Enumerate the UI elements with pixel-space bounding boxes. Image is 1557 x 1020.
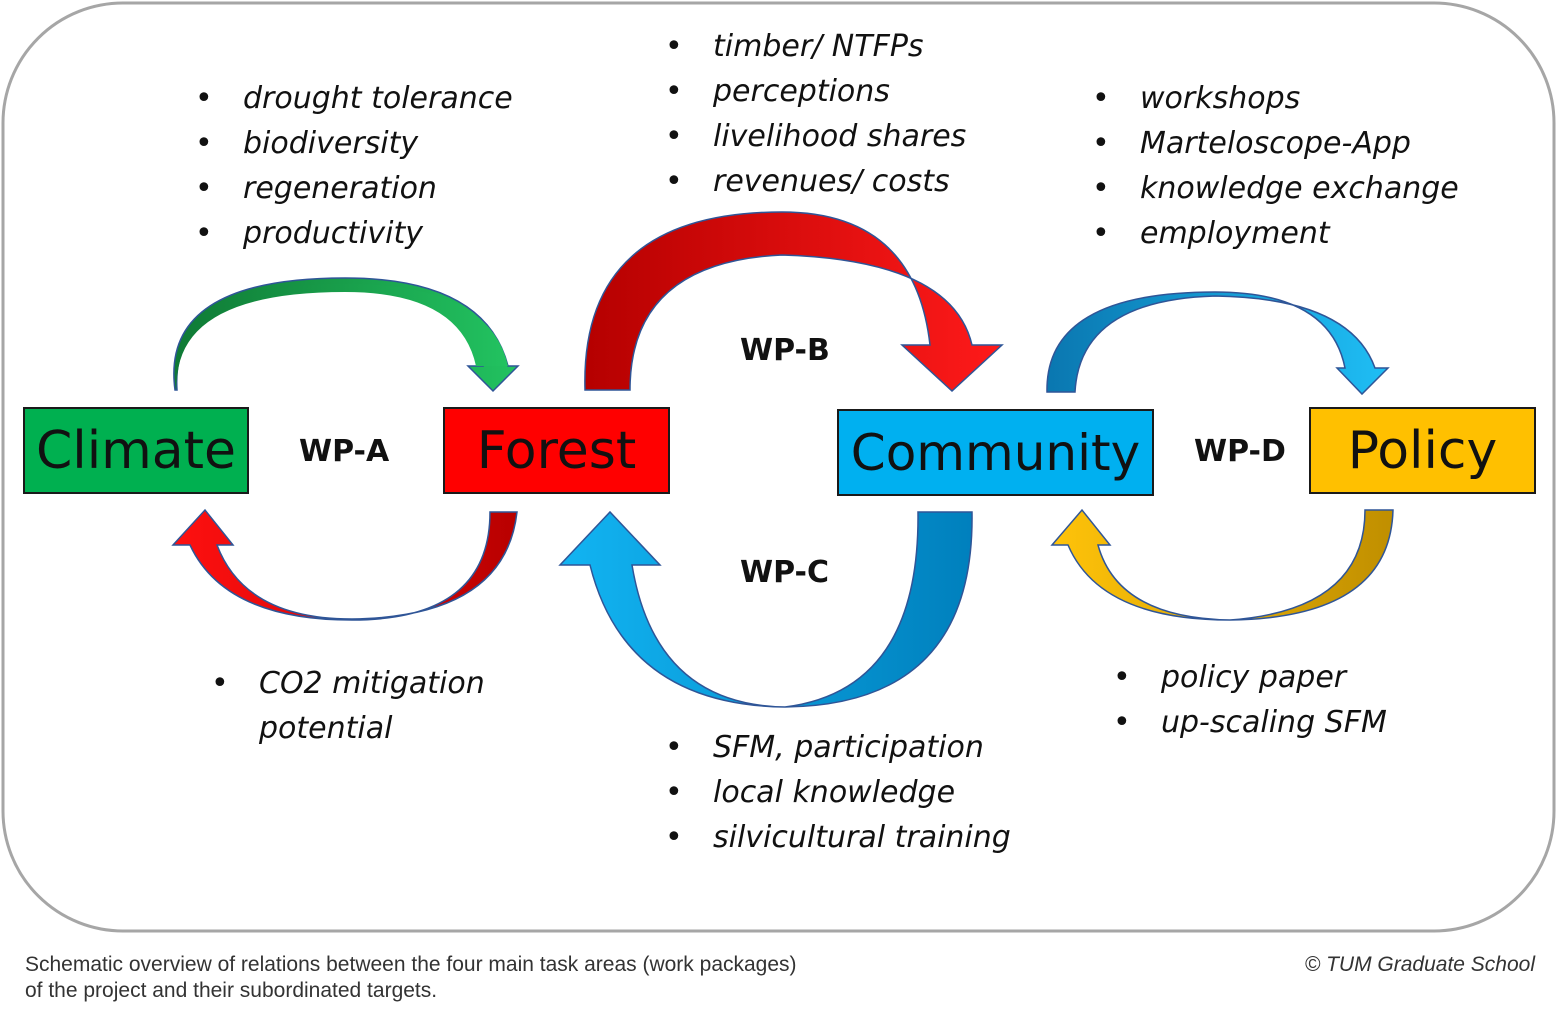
list-item: biodiversity <box>195 121 513 166</box>
list-item: up-scaling SFM <box>1113 700 1387 745</box>
node-climate-label: Climate <box>35 420 237 481</box>
node-forest: Forest <box>443 407 670 494</box>
targets-community-policy: workshops Marteloscope-App knowledge exc… <box>1092 76 1459 256</box>
list-item: livelihood shares <box>665 114 966 159</box>
wp-a-label: WP-A <box>299 434 390 469</box>
list-item: drought tolerance <box>195 76 513 121</box>
list-item: productivity <box>195 211 513 256</box>
wp-c-label: WP-C <box>740 555 830 590</box>
targets-forest-community: timber/ NTFPs perceptions livelihood sha… <box>665 24 966 204</box>
list-item: knowledge exchange <box>1092 166 1459 211</box>
list-item: policy paper <box>1113 655 1387 700</box>
wp-b-label: WP-B <box>740 333 830 368</box>
arrow-forest-to-community <box>584 211 1004 393</box>
copyright-credit: © TUM Graduate School <box>1304 953 1535 976</box>
arrow-community-to-forest <box>558 510 973 708</box>
caption-line-2: of the project and their subordinated ta… <box>25 979 438 1002</box>
node-policy: Policy <box>1309 407 1536 494</box>
list-item: Marteloscope-App <box>1092 121 1459 166</box>
list-item: revenues/ costs <box>665 159 966 204</box>
list-item: CO2 mitigation potential <box>211 661 511 751</box>
node-climate: Climate <box>23 407 249 494</box>
arrow-community-to-policy <box>1046 291 1390 396</box>
list-item: regeneration <box>195 166 513 211</box>
arrow-forest-to-climate <box>171 508 518 621</box>
targets-policy-community: policy paper up-scaling SFM <box>1113 655 1387 745</box>
list-item: workshops <box>1092 76 1459 121</box>
node-forest-label: Forest <box>476 420 637 481</box>
list-item: timber/ NTFPs <box>665 24 966 69</box>
targets-climate-forest: drought tolerance biodiversity regenerat… <box>195 76 513 256</box>
list-item: SFM, participation <box>665 725 1011 770</box>
node-community: Community <box>837 409 1154 496</box>
caption-line-1: Schematic overview of relations between … <box>25 953 797 976</box>
node-community-label: Community <box>850 423 1141 482</box>
list-item: local knowledge <box>665 770 1011 815</box>
list-item: silvicultural training <box>665 815 1011 860</box>
arrow-policy-to-community <box>1050 508 1394 621</box>
list-item: employment <box>1092 211 1459 256</box>
wp-d-label: WP-D <box>1194 434 1286 469</box>
targets-community-forest: SFM, participation local knowledge silvi… <box>665 725 1011 860</box>
targets-forest-climate: CO2 mitigation potential <box>211 661 511 751</box>
list-item: perceptions <box>665 69 966 114</box>
caption: Schematic overview of relations between … <box>25 952 797 1004</box>
node-policy-label: Policy <box>1347 420 1498 481</box>
